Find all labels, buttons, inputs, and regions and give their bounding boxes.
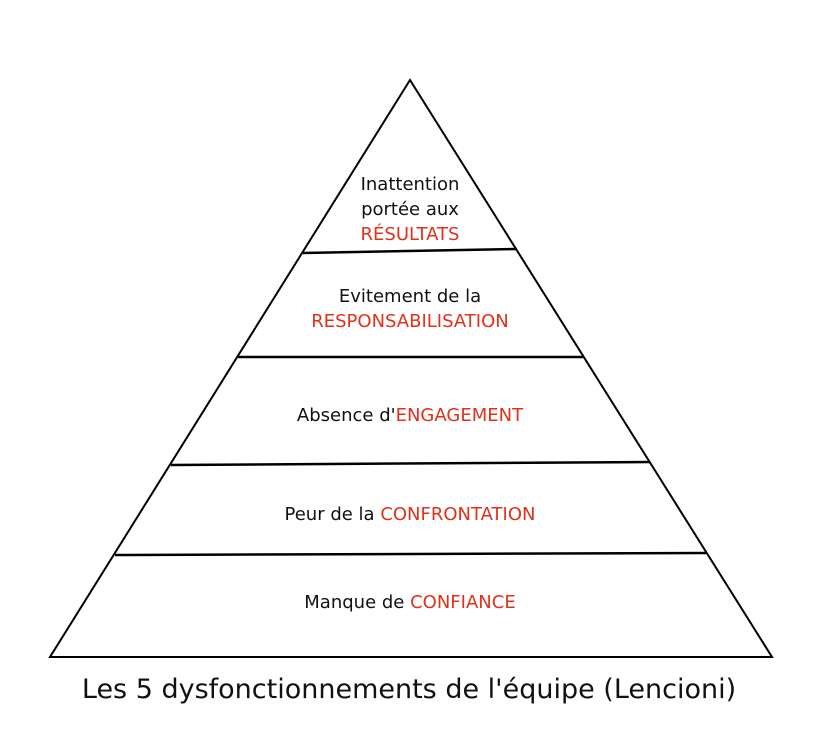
level-accountability-highlight: RESPONSABILISATION — [311, 311, 509, 332]
divider-1 — [302, 247, 518, 255]
level-results-label: Inattention portée aux RÉSULTATS — [330, 172, 490, 247]
level-trust-prefix: Manque de — [304, 592, 411, 613]
level-commitment-highlight: ENGAGEMENT — [395, 405, 524, 426]
pyramid-outline — [48, 78, 774, 658]
level-conflict-label: Peur de la CONFRONTATION — [160, 502, 660, 527]
level-results-line1: Inattention — [360, 174, 460, 195]
level-trust-label: Manque de CONFIANCE — [160, 590, 660, 615]
level-accountability-label: Evitement de la RESPONSABILISATION — [260, 284, 560, 334]
level-results-line2: portée aux — [361, 199, 459, 220]
divider-4 — [114, 551, 707, 557]
level-conflict-highlight: CONFRONTATION — [380, 504, 536, 525]
level-trust-highlight: CONFIANCE — [410, 592, 516, 613]
level-conflict-prefix: Peur de la — [284, 504, 381, 525]
divider-3 — [170, 460, 651, 467]
level-results-highlight: RÉSULTATS — [360, 224, 460, 245]
level-accountability-line1: Evitement de la — [338, 286, 482, 307]
level-commitment-label: Absence d'ENGAGEMENT — [200, 403, 620, 428]
level-commitment-prefix: Absence d' — [296, 405, 396, 426]
diagram-caption: Les 5 dysfonctionnements de l'équipe (Le… — [81, 674, 737, 705]
